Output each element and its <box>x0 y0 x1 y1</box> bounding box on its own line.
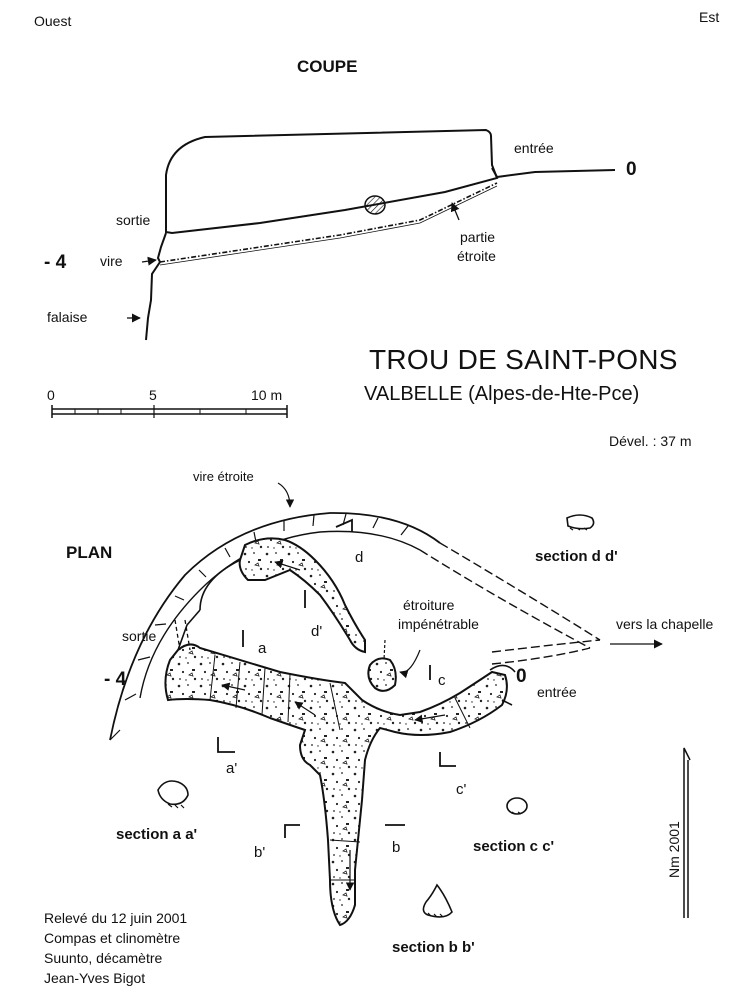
etroiture-label-1: étroiture <box>403 597 455 613</box>
section-a-shape <box>157 780 189 806</box>
plan-title: PLAN <box>66 543 113 562</box>
section-d-label: section d d' <box>535 548 618 565</box>
section-sortie-label: sortie <box>116 212 151 228</box>
cut-c-label: c <box>438 672 446 689</box>
scale-bar <box>51 405 288 418</box>
section-a-label: section a a' <box>116 826 198 843</box>
cut-c-prime-label: c' <box>456 781 467 798</box>
cave-location: VALBELLE (Alpes-de-Hte-Pce) <box>364 383 640 405</box>
section-sketches <box>157 514 595 918</box>
cut-d-label: d <box>355 549 364 566</box>
cut-a-label: a <box>258 640 267 657</box>
section-entree-label: entrée <box>514 140 554 156</box>
section-b-label: section b b' <box>392 939 475 956</box>
gallery-etroiture <box>367 657 397 692</box>
cut-a-prime-label: a' <box>226 760 238 777</box>
cut-b-label: b <box>392 839 401 856</box>
vire-arrow <box>141 256 157 266</box>
plan-cliff-edge <box>109 482 663 741</box>
section-cliff <box>145 261 161 341</box>
section-c-label: section c c' <box>473 838 555 855</box>
scale-label-5: 5 <box>149 387 157 403</box>
partie-label: partie <box>460 229 496 245</box>
gallery-north <box>238 537 366 654</box>
etroite-label: étroite <box>457 248 496 264</box>
etroiture-label-2: impénétrable <box>398 616 479 632</box>
credit-line-2: Compas et clinomètre <box>44 930 181 946</box>
cut-b-prime-label: b' <box>254 844 266 861</box>
vers-chapelle-label: vers la chapelle <box>616 616 714 632</box>
vire-etroite-label: vire étroite <box>193 469 254 484</box>
falaise-label: falaise <box>47 309 88 325</box>
section-vire-label: vire <box>100 253 123 269</box>
north-arrow <box>683 747 691 918</box>
credit-line-4: Jean-Yves Bigot <box>44 970 146 986</box>
section-b-shape <box>422 883 453 918</box>
section-d-shape <box>566 514 595 530</box>
plan-minus4-label: - 4 <box>104 669 127 690</box>
section-zero-label: 0 <box>626 159 637 180</box>
section-ground-east <box>491 167 616 179</box>
credit-line-1: Relevé du 12 juin 2001 <box>44 910 188 926</box>
plan-zero-label: 0 <box>516 666 527 687</box>
section-profile <box>145 128 616 341</box>
section-minus4-label: - 4 <box>44 252 67 273</box>
plan-entree-label: entrée <box>537 684 577 700</box>
scale-label-10: 10 m <box>251 387 283 403</box>
plan-galleries <box>164 537 516 927</box>
east-label: Est <box>699 9 720 25</box>
scale-label-0: 0 <box>47 387 55 403</box>
section-floor <box>159 182 498 263</box>
partie-etroite-arrow <box>450 202 460 221</box>
development-label: Dével. : 37 m <box>609 433 692 449</box>
cut-d-prime-label: d' <box>311 623 323 640</box>
west-label: Ouest <box>34 13 72 29</box>
cave-title: TROU DE SAINT-PONS <box>369 344 678 375</box>
section-block-outline <box>165 128 499 235</box>
section-boulder <box>364 195 386 215</box>
section-title: COUPE <box>297 57 358 76</box>
section-c-shape <box>506 797 528 815</box>
section-cut-markers <box>217 518 456 838</box>
north-label: Nm 2001 <box>666 821 682 878</box>
plan-sortie-label: sortie <box>122 628 157 644</box>
section-ledge <box>156 232 167 263</box>
credit-line-3: Suunto, décamètre <box>44 950 163 966</box>
